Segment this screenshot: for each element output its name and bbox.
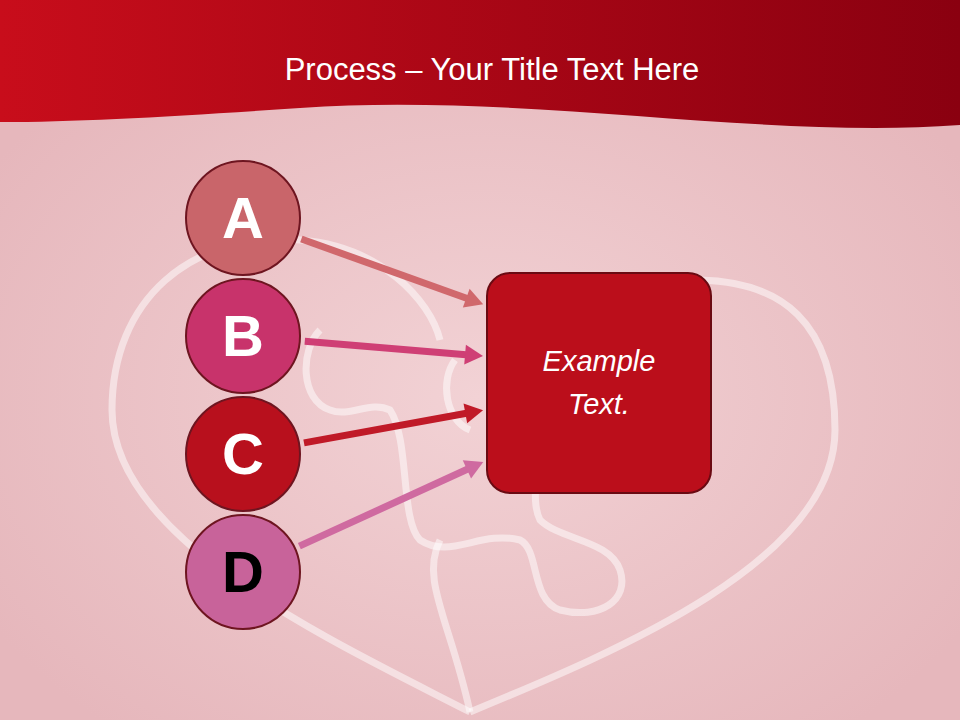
flow-arrow bbox=[304, 404, 483, 443]
arrow-head bbox=[464, 404, 484, 424]
arrow-head bbox=[463, 460, 484, 478]
flow-arrow bbox=[301, 239, 483, 308]
arrow-shaft bbox=[305, 341, 469, 355]
step-letter: D bbox=[222, 543, 264, 601]
result-box: Example Text. bbox=[486, 272, 712, 494]
arrow-shaft bbox=[299, 468, 470, 546]
step-letter: C bbox=[222, 425, 264, 483]
arrow-head bbox=[464, 345, 483, 365]
step-letter: B bbox=[222, 307, 264, 365]
box-text: Example Text. bbox=[524, 340, 674, 427]
arrow-shaft bbox=[304, 413, 469, 443]
slide-title: Process – Your Title Text Here bbox=[0, 52, 960, 88]
step-circle: C bbox=[185, 396, 301, 512]
flow-arrow bbox=[305, 341, 483, 364]
flow-arrow bbox=[299, 460, 483, 546]
arrow-head bbox=[463, 289, 483, 308]
step-circle: A bbox=[185, 160, 301, 276]
arrow-shaft bbox=[301, 239, 470, 300]
step-circle: B bbox=[185, 278, 301, 394]
step-letter: A bbox=[222, 189, 264, 247]
step-circle: D bbox=[185, 514, 301, 630]
